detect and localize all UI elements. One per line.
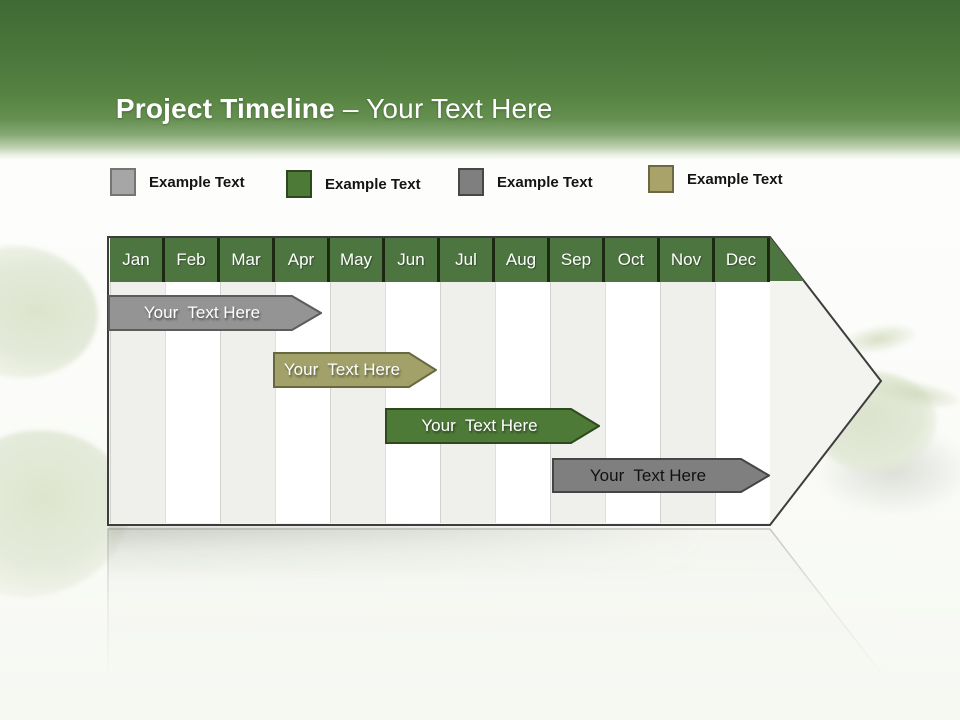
legend-label: Example Text <box>497 173 593 191</box>
page-title-subtitle: – Your Text Here <box>342 93 553 124</box>
legend-label: Example Text <box>149 173 245 191</box>
bar-arrow-shape <box>552 458 770 493</box>
legend-swatch-icon <box>286 170 312 198</box>
month-cell: Dec <box>715 238 770 282</box>
timeline-reflection <box>106 527 884 720</box>
month-cell: Sep <box>550 238 605 282</box>
timeline-bar: Your Text Here <box>108 295 322 331</box>
bar-arrow-shape <box>385 408 600 444</box>
month-cell: May <box>330 238 385 282</box>
page-title: Project Timeline – Your Text Here <box>68 61 553 157</box>
bar-label: Your Text Here <box>589 465 707 485</box>
month-cell: Nov <box>660 238 715 282</box>
bar-arrow-shape <box>273 352 437 388</box>
legend-item: Example Text <box>286 170 421 198</box>
month-cell: Oct <box>605 238 660 282</box>
month-cell: Jul <box>440 238 495 282</box>
month-cell: Jan <box>110 238 165 282</box>
background-vegetable-image <box>0 237 105 387</box>
page-title-bold: Project Timeline <box>115 93 343 124</box>
legend-item: Example Text <box>110 168 245 196</box>
month-cell: Mar <box>220 238 275 282</box>
legend-label: Example Text <box>325 175 421 193</box>
legend-item: Example Text <box>648 165 783 193</box>
month-header-sliver <box>770 237 804 281</box>
legend-swatch-icon <box>110 168 136 196</box>
bar-arrow-shape <box>108 295 322 331</box>
bar-label: Your Text Here <box>283 360 401 379</box>
legend-swatch-icon <box>648 165 674 193</box>
month-cell: Aug <box>495 238 550 282</box>
legend-item: Example Text <box>458 168 593 196</box>
month-cell: Apr <box>275 238 330 282</box>
title-band: Project Timeline – Your Text Here <box>0 0 960 160</box>
timeline-bar: Your Text Here <box>385 408 600 444</box>
bar-label: Your Text Here <box>421 416 538 435</box>
legend-label: Example Text <box>687 170 783 188</box>
month-cell: Feb <box>165 238 220 282</box>
timeline-bar: Your Text Here <box>552 458 770 493</box>
legend-swatch-icon <box>458 168 484 196</box>
bar-label: Your Text Here <box>143 303 261 322</box>
month-cell: Jun <box>385 238 440 282</box>
timeline-bar: Your Text Here <box>273 352 437 388</box>
timeline-shadow <box>108 526 708 581</box>
month-header-row: Jan Feb Mar Apr May Jun Jul Aug Sep Oct … <box>110 238 770 282</box>
